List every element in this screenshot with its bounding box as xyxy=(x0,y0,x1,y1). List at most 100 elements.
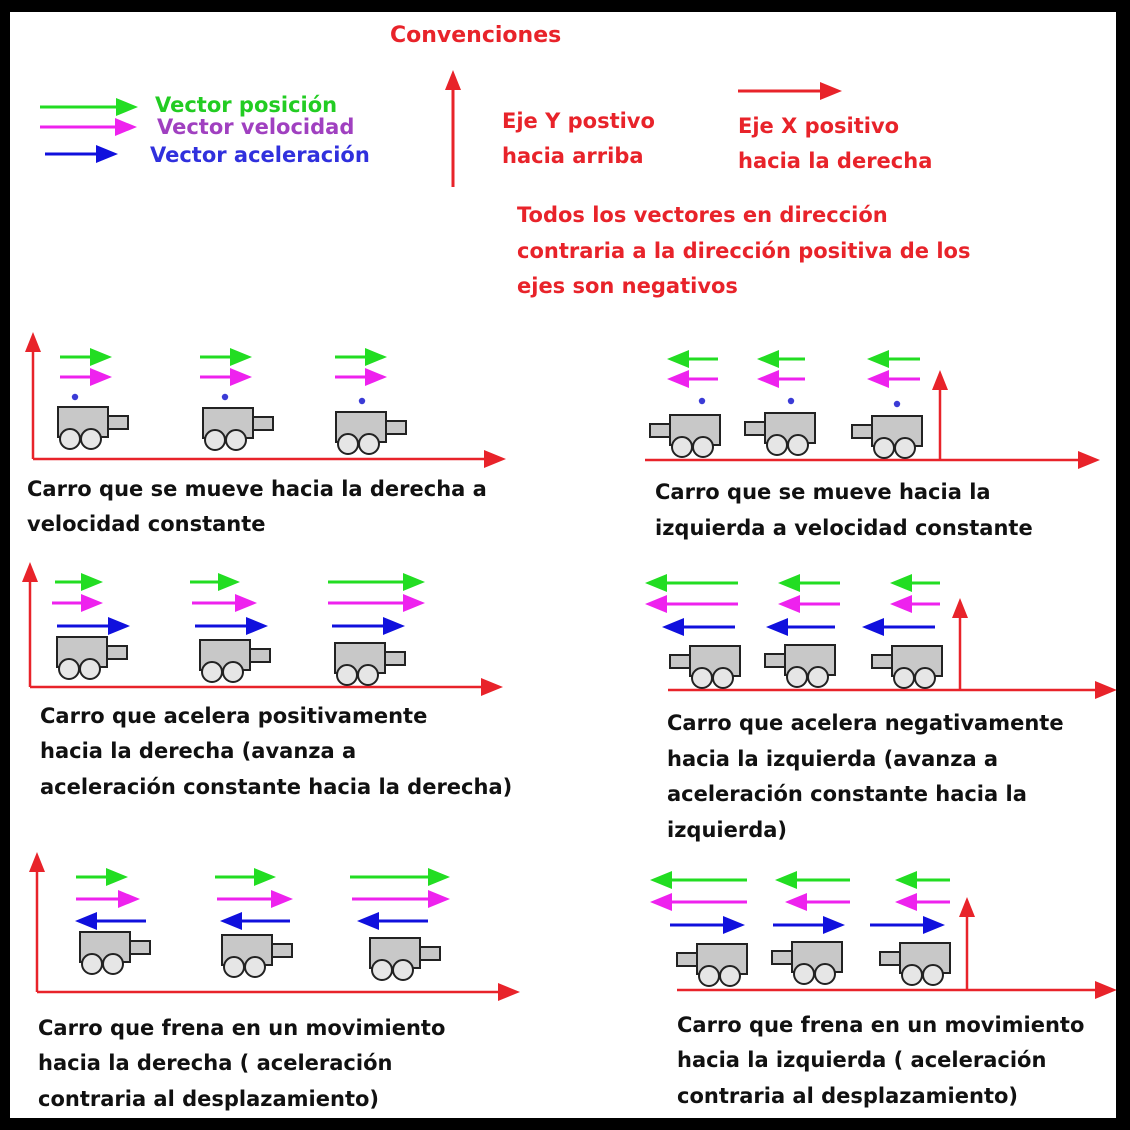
panel4-cart2-wheel-rear xyxy=(786,666,808,688)
panel1-cart3-nose xyxy=(385,420,407,435)
panel2-cart1-wheel-front xyxy=(692,436,714,458)
panel2-cart2 xyxy=(744,412,816,456)
panel4-cart2-velocity-arrow-head xyxy=(778,595,800,613)
panel6-cart2-position-arrow-head xyxy=(775,871,797,889)
legend-position-arrow-head xyxy=(116,98,138,116)
panel3-cart2-acceleration-arrow xyxy=(195,617,268,635)
panel6-y-axis-head xyxy=(959,897,975,917)
panel4-cart1 xyxy=(669,645,741,689)
panel4-cart3-acceleration-arrow xyxy=(862,618,935,636)
diagram-artwork xyxy=(22,70,1116,1001)
panel2-cart1-velocity-arrow-head xyxy=(667,370,689,388)
caption-right-brake-line3: contraria al desplazamiento) xyxy=(38,1087,380,1111)
panel5-cart3-velocity-arrow xyxy=(352,890,450,908)
panel4-cart2-nose xyxy=(764,653,786,668)
panel5-cart2-position-arrow xyxy=(215,868,276,886)
panel1-cart3-position-arrow xyxy=(335,348,387,366)
panel2-cart3 xyxy=(851,415,923,459)
panel5-cart2 xyxy=(221,934,293,978)
panel3-cart2-position-arrow xyxy=(190,573,240,591)
panel5-cart1-velocity-arrow-head xyxy=(118,890,140,908)
panel4-cart1-nose xyxy=(669,654,691,669)
panel6-y-axis xyxy=(959,897,975,990)
panel5-cart3-wheel-front xyxy=(392,959,414,981)
negative-note-line3: ejes son negativos xyxy=(517,274,738,298)
panel5-cart3-position-arrow-head xyxy=(428,868,450,886)
caption-right-constant-line1: Carro que se mueve hacia la derecha a xyxy=(27,477,487,501)
panel6-cart3-velocity-arrow-head xyxy=(895,893,917,911)
panel6-cart2-velocity-arrow-head xyxy=(785,893,807,911)
panel6-cart1-nose xyxy=(676,952,698,967)
panel1-cart1-marker xyxy=(71,393,79,401)
panel2-cart3-marker xyxy=(893,400,901,408)
panel6-cart1-acceleration-arrow-head xyxy=(723,916,745,934)
panel3-cart2-acceleration-arrow-head xyxy=(246,617,268,635)
axis-x-note-line2: hacia la derecha xyxy=(738,149,933,173)
panel6-cart1 xyxy=(676,943,748,987)
panel1-cart2-wheel-rear xyxy=(204,429,226,451)
panel5-cart2-acceleration-arrow xyxy=(220,912,290,930)
panel5-cart1-wheel-front xyxy=(102,953,124,975)
caption-left-accel-line3: aceleración constante hacia la xyxy=(667,782,1027,806)
panel1-cart2-position-arrow xyxy=(200,348,252,366)
panel3-cart3-wheel-front xyxy=(357,664,379,686)
panel5-cart2-position-arrow-head xyxy=(254,868,276,886)
panel4-cart3-position-arrow-head xyxy=(890,574,912,592)
panel3-cart3-acceleration-arrow-head xyxy=(383,617,405,635)
panel5-y-axis-head xyxy=(29,852,45,872)
panel5-cart3-acceleration-arrow-head xyxy=(357,912,379,930)
panel5-cart1-velocity-arrow xyxy=(76,890,140,908)
panel5-cart3-acceleration-arrow xyxy=(357,912,428,930)
panel5-cart1 xyxy=(79,931,151,975)
panel3-cart2-wheel-front xyxy=(222,661,244,683)
panel6-cart3-wheel-rear xyxy=(901,964,923,986)
panel2-cart1-velocity-arrow xyxy=(667,370,718,388)
panel4-cart2-position-arrow-head xyxy=(778,574,800,592)
panel6-cart3 xyxy=(879,942,951,986)
panel1-cart1-position-arrow xyxy=(60,348,112,366)
panel1-cart1-wheel-rear xyxy=(59,428,81,450)
panel4-cart1-velocity-arrow-head xyxy=(645,595,667,613)
convention-y-axis-arrow xyxy=(445,70,461,187)
panel3-cart1 xyxy=(56,636,128,680)
panel5-cart3-velocity-arrow-head xyxy=(428,890,450,908)
panel5-cart2-wheel-rear xyxy=(223,956,245,978)
panel4-y-axis-head xyxy=(952,598,968,618)
panel1-cart1-velocity-arrow-head xyxy=(90,368,112,386)
panel5-cart3-nose xyxy=(419,946,441,961)
panel3-cart1-acceleration-arrow xyxy=(57,617,130,635)
caption-left-brake-line2: hacia la izquierda ( aceleración xyxy=(677,1048,1047,1072)
panel5-cart2-velocity-arrow-head xyxy=(271,890,293,908)
panel6-cart1-velocity-arrow-head xyxy=(650,893,672,911)
panel4-cart1-wheel-front xyxy=(712,667,734,689)
panel2-cart1 xyxy=(649,414,721,458)
panel6-cart3-position-arrow xyxy=(895,871,950,889)
caption-left-accel-line4: izquierda) xyxy=(667,818,788,842)
caption-right-accel-line1: Carro que acelera positivamente xyxy=(40,704,428,728)
panel6-cart1-position-arrow xyxy=(650,871,747,889)
panel2-cart1-nose xyxy=(649,423,671,438)
panel6-cart1-wheel-front xyxy=(719,965,741,987)
legend-acceleration-label: Vector aceleración xyxy=(150,143,370,167)
panel4-cart2 xyxy=(764,644,836,688)
convention-y-axis-arrow-head xyxy=(445,70,461,90)
panel6-x-axis-head xyxy=(1095,981,1116,999)
panel6-cart1-wheel-rear xyxy=(698,965,720,987)
legend-position-arrow xyxy=(40,98,138,116)
panel5-x-axis xyxy=(37,983,520,1001)
panel3-cart1-velocity-arrow-head xyxy=(81,594,103,612)
panel1-cart2 xyxy=(202,407,274,451)
panel4-cart1-acceleration-arrow-head xyxy=(662,618,684,636)
panel1-x-axis xyxy=(33,450,506,468)
axis-x-note-line1: Eje X positivo xyxy=(738,114,900,138)
panel2-cart2-marker xyxy=(787,397,795,405)
panel5-cart2-acceleration-arrow-head xyxy=(220,912,242,930)
panel3-x-axis xyxy=(30,678,503,696)
panel3-cart3-nose xyxy=(384,651,406,666)
panel3-cart1-velocity-arrow xyxy=(52,594,103,612)
caption-left-accel-line1: Carro que acelera negativamente xyxy=(667,711,1064,735)
panel1-cart1 xyxy=(57,406,129,450)
panel2-y-axis xyxy=(932,370,948,460)
panel2-cart2-velocity-arrow xyxy=(757,370,805,388)
